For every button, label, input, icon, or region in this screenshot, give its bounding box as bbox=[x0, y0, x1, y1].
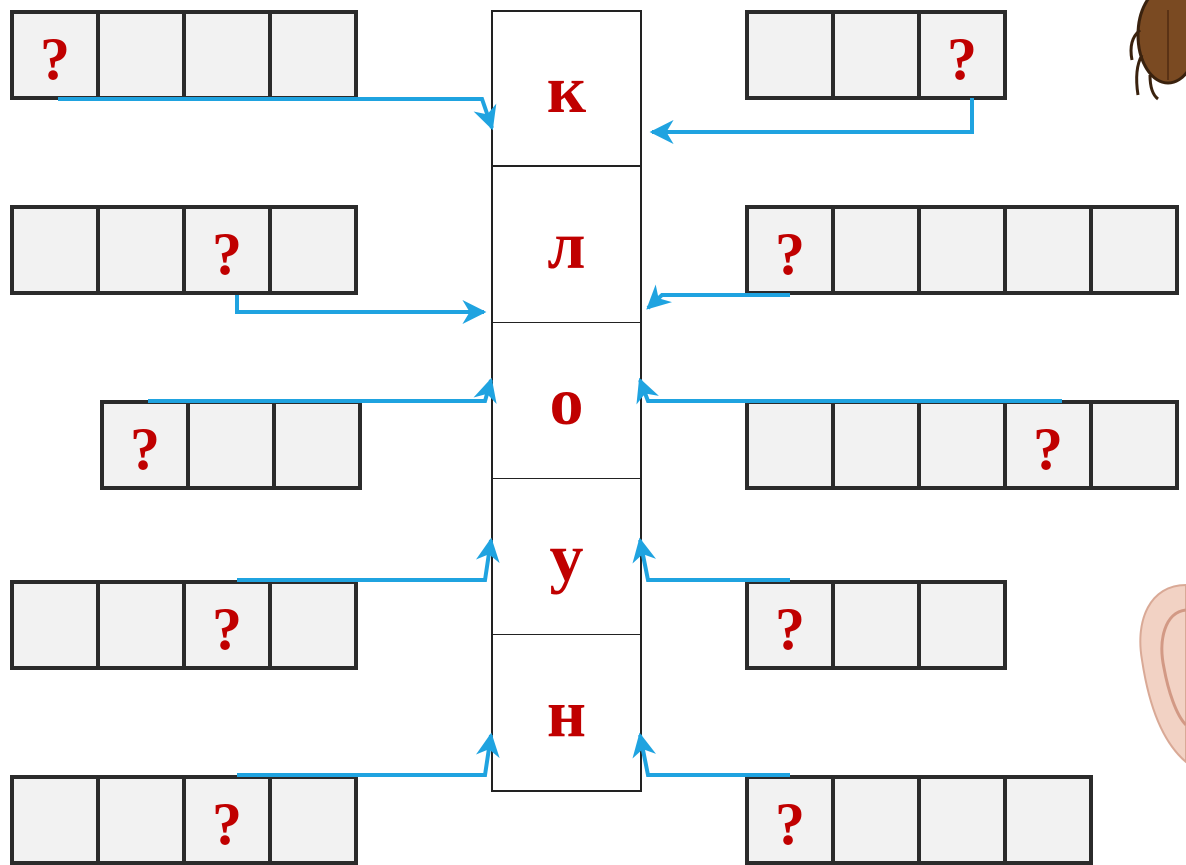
beetle-picture bbox=[1129, 0, 1186, 101]
question-mark: ? bbox=[130, 416, 160, 482]
answer-letter: к bbox=[546, 50, 587, 127]
clue-row-8: ? bbox=[745, 580, 1007, 670]
letter-cell[interactable] bbox=[917, 580, 1007, 670]
clue-row-3: ? bbox=[10, 205, 358, 295]
letter-cell[interactable]: ? bbox=[917, 10, 1007, 100]
question-mark: ? bbox=[212, 221, 242, 287]
clue-row-5: ? bbox=[100, 400, 362, 490]
letter-cell[interactable] bbox=[182, 10, 272, 100]
letter-cell[interactable] bbox=[268, 10, 358, 100]
answer-letter: у bbox=[549, 518, 584, 595]
letter-cell[interactable] bbox=[268, 205, 358, 295]
letter-cell[interactable] bbox=[1089, 205, 1179, 295]
letter-cell[interactable]: ? bbox=[182, 775, 272, 865]
answer-cell-1: к bbox=[491, 10, 642, 167]
letter-cell[interactable] bbox=[10, 205, 100, 295]
answer-letter: л bbox=[547, 206, 586, 283]
hint-arrow bbox=[237, 537, 500, 582]
question-mark: ? bbox=[775, 596, 805, 662]
clue-row-2: ? bbox=[745, 10, 1007, 100]
question-mark: ? bbox=[1033, 416, 1063, 482]
letter-cell[interactable] bbox=[745, 10, 835, 100]
question-mark: ? bbox=[212, 596, 242, 662]
clue-row-10: ? bbox=[745, 775, 1093, 865]
letter-cell[interactable] bbox=[96, 775, 186, 865]
clue-row-6: ? bbox=[745, 400, 1179, 490]
question-mark: ? bbox=[212, 791, 242, 857]
letter-cell[interactable] bbox=[831, 205, 921, 295]
question-mark: ? bbox=[775, 221, 805, 287]
letter-cell[interactable]: ? bbox=[100, 400, 190, 490]
question-mark: ? bbox=[775, 791, 805, 857]
letter-cell[interactable] bbox=[917, 205, 1007, 295]
clue-row-7: ? bbox=[10, 580, 358, 670]
hint-arrow bbox=[636, 377, 1062, 405]
letter-cell[interactable] bbox=[1003, 775, 1093, 865]
hint-arrow bbox=[148, 377, 497, 405]
letter-cell[interactable] bbox=[831, 10, 921, 100]
letter-cell[interactable]: ? bbox=[182, 205, 272, 295]
letter-cell[interactable]: ? bbox=[182, 580, 272, 670]
letter-cell[interactable] bbox=[10, 580, 100, 670]
letter-cell[interactable] bbox=[96, 205, 186, 295]
hint-arrow bbox=[649, 98, 974, 144]
question-mark: ? bbox=[947, 26, 977, 92]
hint-arrow bbox=[235, 295, 487, 324]
letter-cell[interactable] bbox=[917, 775, 1007, 865]
answer-cell-5: н bbox=[491, 635, 642, 792]
hint-arrow bbox=[58, 97, 497, 131]
letter-cell[interactable] bbox=[831, 400, 921, 490]
clue-row-4: ? bbox=[745, 205, 1179, 295]
letter-cell[interactable] bbox=[1089, 400, 1179, 490]
letter-cell[interactable]: ? bbox=[10, 10, 100, 100]
hint-arrow bbox=[237, 732, 500, 777]
answer-letter: о bbox=[549, 362, 584, 439]
letter-cell[interactable] bbox=[10, 775, 100, 865]
hint-arrow bbox=[646, 284, 790, 310]
ear-picture bbox=[1139, 583, 1186, 764]
letter-cell[interactable]: ? bbox=[745, 580, 835, 670]
question-mark: ? bbox=[40, 26, 70, 92]
hint-arrow bbox=[632, 732, 790, 777]
letter-cell[interactable] bbox=[1003, 205, 1093, 295]
answer-letter: н bbox=[546, 674, 587, 751]
answer-cell-2: л bbox=[491, 167, 642, 324]
hint-arrow bbox=[632, 537, 790, 582]
